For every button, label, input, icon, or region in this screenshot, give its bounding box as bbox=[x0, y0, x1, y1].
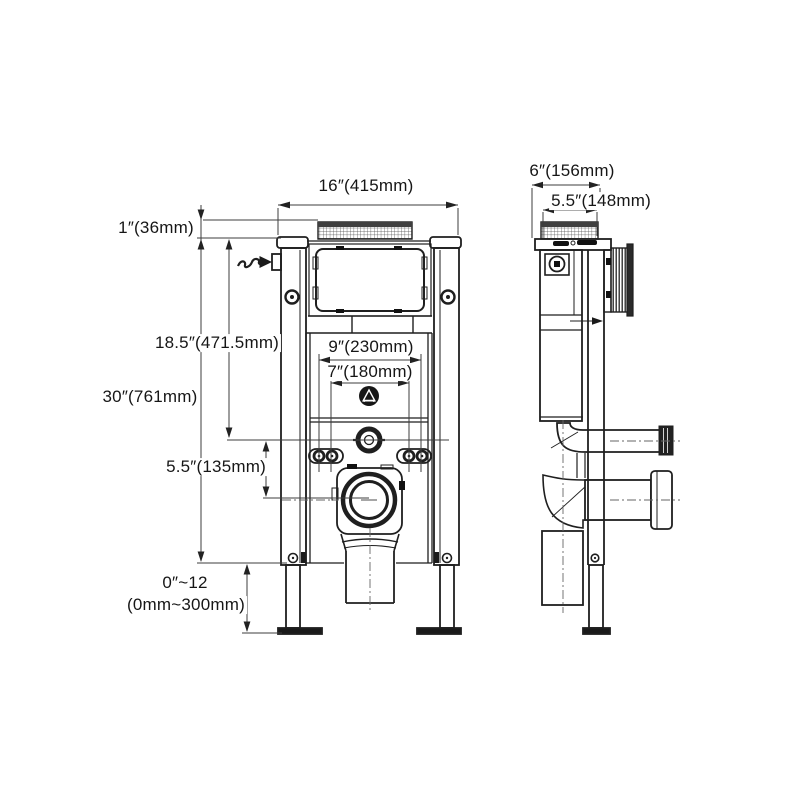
front-legs bbox=[277, 552, 462, 635]
water-supply-hose bbox=[236, 253, 282, 271]
dim-frame-depth: 6″(156mm) bbox=[527, 161, 617, 181]
lower-panel bbox=[305, 333, 433, 564]
outlet-pipe-front bbox=[340, 528, 400, 612]
dim-total-height: 30″(761mm) bbox=[100, 387, 200, 407]
cistern-tank-side bbox=[539, 249, 583, 422]
access-window bbox=[308, 243, 432, 317]
hose-arrow-icon bbox=[259, 256, 272, 268]
dim-plate-offset: 1″(36mm) bbox=[116, 218, 196, 238]
dim-frame-width: 16″(415mm) bbox=[316, 176, 416, 196]
flush-pipe-side bbox=[540, 416, 680, 478]
flush-plate-side bbox=[540, 221, 599, 240]
front-view bbox=[236, 221, 462, 635]
dim-upper-height: 18.5″(471.5mm) bbox=[152, 333, 282, 353]
wall-fixing-arrow-icon bbox=[592, 317, 603, 325]
side-view bbox=[534, 221, 680, 635]
cistern-cap bbox=[534, 238, 612, 251]
dim-leg-adjust-in: 0″~12 bbox=[160, 573, 210, 593]
dim-leg-adjust-mm: (0mm~300mm) bbox=[125, 595, 247, 615]
wall-bracket bbox=[603, 243, 634, 317]
dim-bolt-span-inner: 7″(180mm) bbox=[325, 362, 415, 382]
dim-plate-depth: 5.5″(148mm) bbox=[549, 191, 653, 211]
dim-bolt-span-outer: 9″(230mm) bbox=[326, 337, 416, 357]
waste-outlet bbox=[282, 464, 405, 535]
side-post bbox=[570, 250, 611, 635]
dimension-arrows bbox=[197, 181, 600, 632]
dim-flush-to-outlet: 5.5″(135mm) bbox=[164, 457, 268, 477]
cross-band bbox=[306, 315, 432, 334]
rail-bolts bbox=[284, 289, 456, 305]
water-inlet-symbol bbox=[359, 386, 379, 406]
flush-plate-front bbox=[317, 221, 413, 240]
